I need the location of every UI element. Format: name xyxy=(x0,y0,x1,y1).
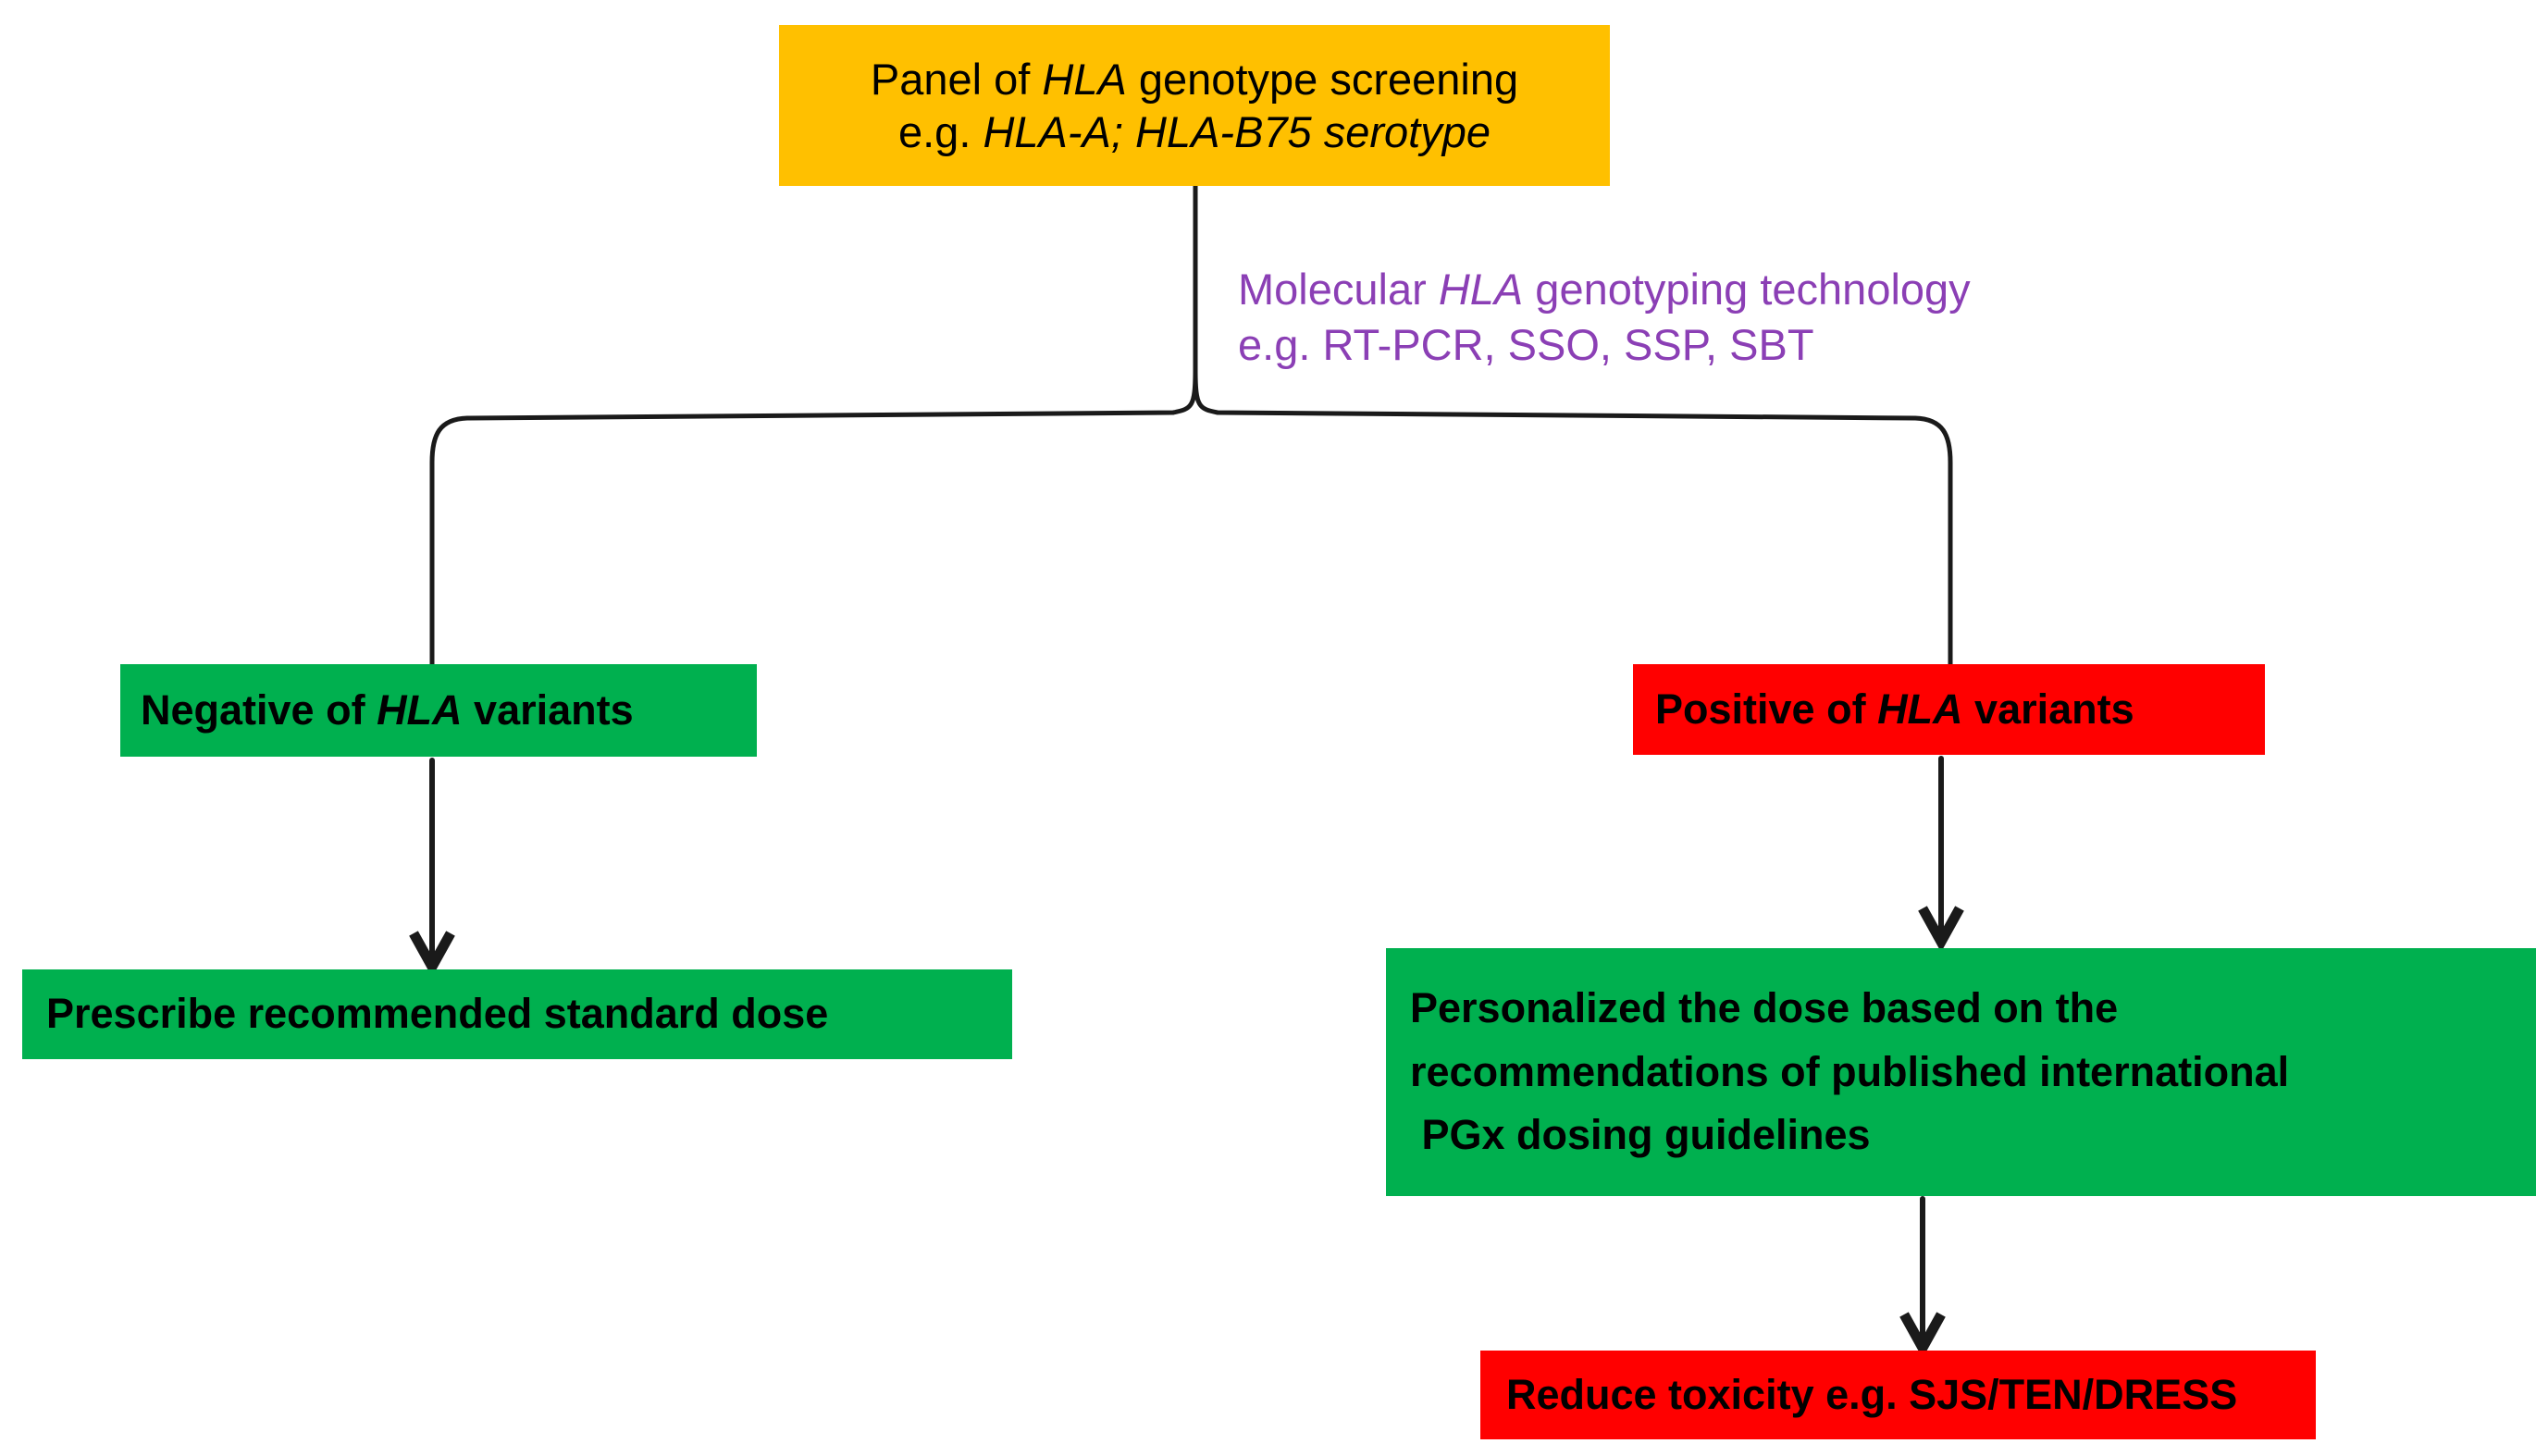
node-negative-pre: Negative of xyxy=(141,685,377,734)
node-negative-post: variants xyxy=(462,685,634,734)
node-reduce-toxicity-text: Reduce toxicity e.g. SJS/TEN/DRESS xyxy=(1506,1370,2238,1418)
connector-split-to-positive xyxy=(1193,183,1953,667)
connector-panel-to-split xyxy=(429,183,1198,667)
node-positive-pre: Positive of xyxy=(1655,685,1878,733)
node-negative-em: HLA xyxy=(377,685,463,734)
arrowhead-reduce-toxicity xyxy=(1899,1312,1946,1359)
node-prescribe-recommended-standard-dose[interactable]: Prescribe recommended standard dose xyxy=(22,969,1012,1059)
annotation-line1-pre: Molecular xyxy=(1238,265,1439,314)
node-panel-line1-pre: Panel of xyxy=(870,54,1043,104)
annotation-line1-post: genotyping technology xyxy=(1523,265,1971,314)
node-positive-text: Positive of HLA variants xyxy=(1655,685,2265,735)
node-standard-dose-text: Prescribe recommended standard dose xyxy=(46,990,829,1038)
node-personalized-dose-guidelines[interactable]: Personalized the dose based on the recom… xyxy=(1386,948,2536,1196)
annotation-line2: e.g. RT-PCR, SSO, SSP, SBT xyxy=(1238,320,1814,370)
node-panel-line2-pre: e.g. xyxy=(897,107,983,156)
node-panel-line2-em: HLA-A; HLA-B75 serotype xyxy=(983,107,1491,156)
node-panel-line1-post: genotype screening xyxy=(1126,54,1519,104)
node-negative-of-hla-variants[interactable]: Negative of HLA variants xyxy=(120,664,757,757)
node-reduce-toxicity-sjs-ten-dress[interactable]: Reduce toxicity e.g. SJS/TEN/DRESS xyxy=(1480,1351,2316,1439)
node-positive-em: HLA xyxy=(1877,685,1963,733)
node-negative-text: Negative of HLA variants xyxy=(141,685,757,736)
node-personalized-dose-line2: recommendations of published internation… xyxy=(1410,1047,2290,1095)
node-panel-of-hla-genotype-screening[interactable]: Panel of HLA genotype screening e.g. HLA… xyxy=(779,25,1610,186)
molecular-hla-genotyping-technology-label: Molecular HLA genotyping technology e.g.… xyxy=(1238,262,2219,373)
node-positive-post: variants xyxy=(1962,685,2134,733)
node-personalized-dose-line1: Personalized the dose based on the xyxy=(1410,984,2119,1032)
node-panel-line1-em: HLA xyxy=(1042,54,1127,104)
arrowhead-personalized-dose xyxy=(1918,906,1964,953)
node-positive-of-hla-variants[interactable]: Positive of HLA variants xyxy=(1633,664,2265,755)
node-personalized-dose-line3: PGx dosing guidelines xyxy=(1410,1111,1871,1159)
annotation-line1-em: HLA xyxy=(1438,265,1524,314)
node-personalized-dose-text: Personalized the dose based on the recom… xyxy=(1410,977,2536,1166)
arrowhead-standard-dose xyxy=(409,931,455,978)
node-panel-text: Panel of HLA genotype screening e.g. HLA… xyxy=(779,53,1610,159)
